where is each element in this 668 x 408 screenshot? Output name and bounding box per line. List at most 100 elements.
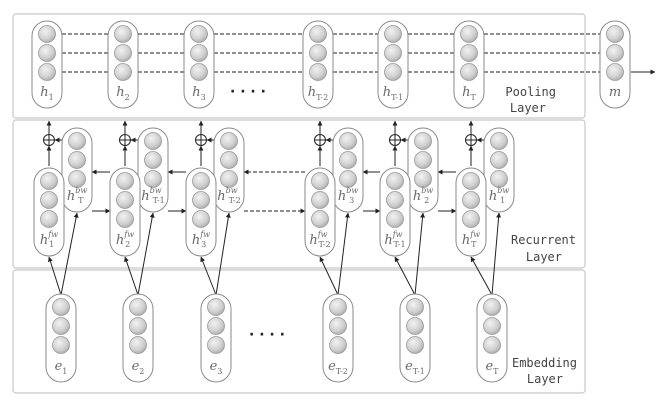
unit-circle <box>386 191 404 209</box>
unit-circle <box>414 132 432 150</box>
unit-circle <box>329 317 347 335</box>
combine-icon <box>314 134 326 146</box>
embedding-layer-label-2: Layer <box>527 372 563 386</box>
embed-to-bw-arrow <box>215 212 231 296</box>
unit-circle <box>220 132 238 150</box>
embed-to-fw-arrow <box>319 256 339 296</box>
pooling-node-6: hT <box>453 20 485 109</box>
pooling-node-3-label: h3 <box>192 85 205 102</box>
embedding-ellipsis: · · · · <box>249 327 285 343</box>
combine-icon <box>389 134 401 146</box>
recurrent-layer-label-2: Layer <box>526 250 562 264</box>
unit-circle <box>311 172 329 190</box>
combine-icon <box>195 134 207 146</box>
node-pill <box>61 127 93 213</box>
unit-circle <box>460 25 478 43</box>
unit-circle <box>311 191 329 209</box>
combine-icon <box>43 134 55 146</box>
unit-circle <box>116 191 134 209</box>
pooling-node-1: h1 <box>31 20 63 109</box>
output-node-m: m <box>599 20 631 109</box>
pooling-node-3: h3 <box>183 20 215 109</box>
unit-circle <box>116 210 134 228</box>
pooling-node-5-label: hT-1 <box>383 85 403 102</box>
unit-circle <box>114 63 132 81</box>
unit-circle <box>190 25 208 43</box>
unit-circle <box>414 151 432 169</box>
embed-to-fw-arrow <box>394 256 416 296</box>
node-pill <box>332 127 364 213</box>
unit-circle <box>386 210 404 228</box>
unit-circle <box>329 298 347 316</box>
embedding-node-3-label: e3 <box>210 359 223 376</box>
unit-circle <box>68 132 86 150</box>
unit-circle <box>462 172 480 190</box>
embed-to-fw-arrow <box>200 256 217 296</box>
combine-icon <box>119 134 131 146</box>
recurrent-layer-label: Recurrent <box>511 233 576 247</box>
unit-circle <box>339 132 357 150</box>
unit-circle <box>606 63 624 81</box>
embed-to-fw-arrow <box>124 256 139 296</box>
unit-circle <box>144 170 162 188</box>
unit-circle <box>483 317 501 335</box>
unit-circle <box>114 44 132 62</box>
pooling-ellipsis: · · · · <box>230 84 266 100</box>
embedding-node-2-label: e2 <box>132 359 145 376</box>
pooling-node-4: hT-2 <box>302 20 334 109</box>
unit-circle <box>384 25 402 43</box>
unit-circle <box>192 172 210 190</box>
unit-circle <box>144 132 162 150</box>
unit-circle <box>38 63 56 81</box>
embedding-node-6: eT <box>476 293 508 383</box>
pooling-layer-label-2: Layer <box>510 101 546 115</box>
unit-circle <box>329 336 347 354</box>
unit-circle <box>40 172 58 190</box>
unit-circle <box>490 151 508 169</box>
embedding-node-5: eT-1 <box>399 293 431 383</box>
unit-circle <box>192 191 210 209</box>
unit-circle <box>339 151 357 169</box>
unit-circle <box>483 336 501 354</box>
embedding-node-1: e1 <box>45 293 77 383</box>
unit-circle <box>309 25 327 43</box>
embedding-layer-box <box>12 269 586 394</box>
unit-circle <box>490 170 508 188</box>
unit-circle <box>309 63 327 81</box>
embedding-node-3: e3 <box>200 293 232 383</box>
unit-circle <box>384 44 402 62</box>
unit-circle <box>220 170 238 188</box>
pooling-node-2-label: h2 <box>116 85 129 102</box>
unit-circle <box>68 151 86 169</box>
pooling-node-6-label: hT <box>462 85 476 102</box>
embedding-node-4: eT-2 <box>322 293 354 383</box>
node-pill <box>407 127 439 213</box>
embedding-node-5-label: eT-1 <box>405 359 425 376</box>
unit-circle <box>52 317 70 335</box>
embed-to-bw-arrow <box>414 212 426 296</box>
pooling-layer-label: Pooling <box>505 85 556 99</box>
unit-circle <box>129 336 147 354</box>
unit-circle <box>114 25 132 43</box>
unit-circle <box>40 210 58 228</box>
unit-circle <box>38 25 56 43</box>
combine-icon <box>465 134 477 146</box>
unit-circle <box>386 172 404 190</box>
unit-circle <box>460 44 478 62</box>
